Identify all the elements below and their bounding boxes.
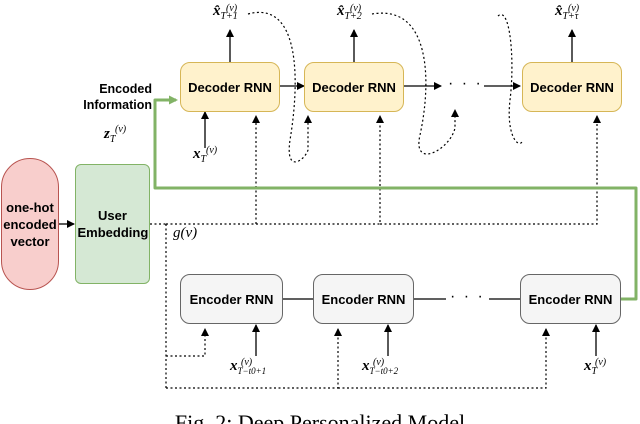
gv-to-decoder-3 xyxy=(380,115,601,225)
encoder-rnn-3-label: Encoder RNN xyxy=(528,291,613,307)
onehot-vector-node: one-hot encoded vector xyxy=(1,158,59,290)
encoder-rnn-3: Encoder RNN xyxy=(520,274,621,324)
encoder-input-3-label: xT(v) xyxy=(584,357,607,377)
encoder-input-1-label: xT−t0+1(v) xyxy=(230,357,267,376)
gv-to-encoder-3 xyxy=(338,328,550,389)
user-embedding-label: User Embedding xyxy=(77,208,149,240)
encoder-rnn-2: Encoder RNN xyxy=(313,274,414,324)
encoder-ellipsis: · · · xyxy=(450,288,485,305)
onehot-label: one-hot encoded vector xyxy=(3,199,57,249)
decoder-ellipsis: · · · xyxy=(448,75,483,92)
figure-caption: Fig. 2: Deep Personalized Model xyxy=(174,410,466,424)
feedback-loop-3 xyxy=(497,13,523,144)
encoder-rnn-1-label: Encoder RNN xyxy=(189,291,274,307)
decoder-output-2-label: x̂T+2(v) xyxy=(337,3,362,22)
feedback-loop-2 xyxy=(371,12,459,155)
decoder-output-1-label: x̂T+1(v) xyxy=(213,3,238,22)
decoder-input-label: xT(v) xyxy=(193,145,218,165)
gv-to-decoder-2 xyxy=(256,115,384,225)
decoder-rnn-3-label: Decoder RNN xyxy=(530,79,614,95)
decoder-output-3-label: x̂T+τ(v) xyxy=(555,3,580,22)
decoder-rnn-1: Decoder RNN xyxy=(180,62,280,112)
encoder-rnn-2-label: Encoder RNN xyxy=(321,291,406,307)
encoder-rnn-1: Encoder RNN xyxy=(180,274,283,324)
gv-to-encoder-1 xyxy=(166,328,209,357)
user-embedding-node: User Embedding xyxy=(75,164,150,284)
decoder-rnn-2-label: Decoder RNN xyxy=(312,79,396,95)
encoder-input-2-label: xT−t0+2(v) xyxy=(362,357,399,376)
decoder-rnn-3: Decoder RNN xyxy=(522,62,622,112)
gv-to-decoder-1 xyxy=(166,115,260,225)
user-embedding-z-label: zT(v) xyxy=(104,124,127,145)
encoded-information-label: Encoded Information xyxy=(83,82,152,112)
encoded-information-path xyxy=(153,95,638,301)
decoder-rnn-2: Decoder RNN xyxy=(304,62,404,112)
feedback-loop-1 xyxy=(247,11,312,163)
decoder-rnn-1-label: Decoder RNN xyxy=(188,79,272,95)
gv-label: g(v) xyxy=(173,225,198,241)
